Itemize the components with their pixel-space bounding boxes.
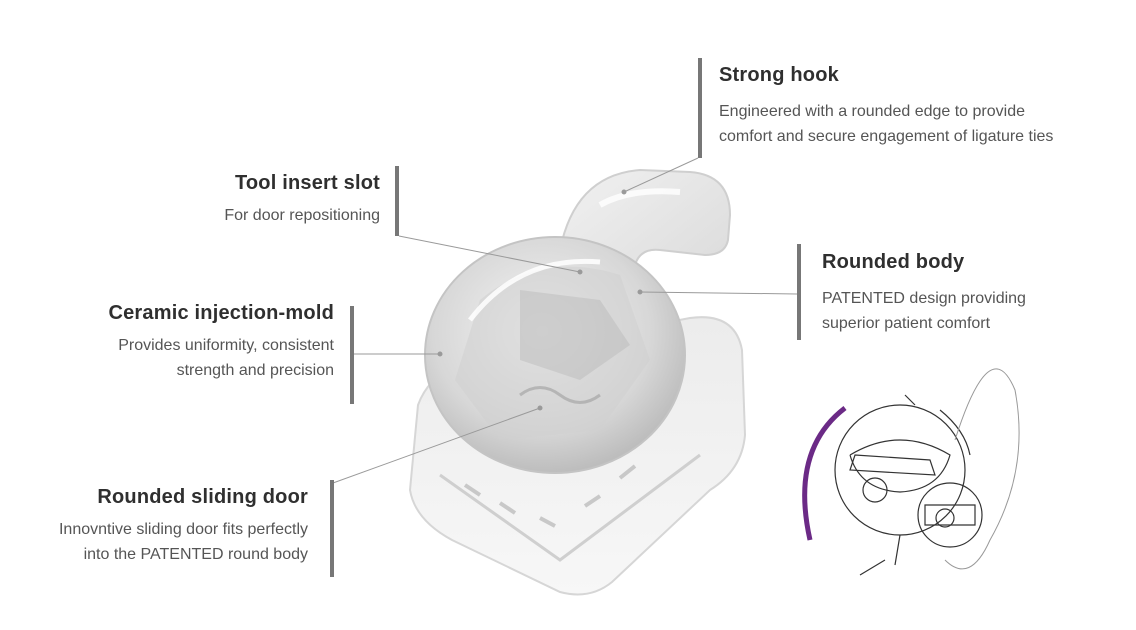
leader-strong-hook: [623, 157, 699, 193]
callout-title: Tool insert slot: [234, 172, 380, 194]
leader-rounded-body: [639, 291, 798, 295]
divider-strong-hook: [698, 58, 702, 158]
accent-arc: [802, 406, 847, 541]
callout-title: Strong hook: [719, 64, 839, 86]
leader-sliding-door: [332, 407, 541, 484]
leader-tool-slot: [398, 235, 581, 273]
callout-strong-hook: Strong hook Engineered with a rounded ed…: [719, 64, 1053, 149]
callout-sliding-door: Rounded sliding door Innovntive sliding …: [59, 486, 308, 567]
callout-text: strength and precision: [176, 362, 334, 379]
bracket-dome: [424, 236, 686, 474]
divider-tool-slot: [395, 166, 399, 236]
callout-text: PATENTED design providing: [822, 290, 1026, 307]
divider-sliding-door: [330, 480, 334, 577]
callout-title: Rounded sliding door: [97, 486, 308, 508]
leader-lines: [332, 157, 798, 484]
callout-text: Innovntive sliding door fits perfectly: [58, 521, 308, 538]
divider-rounded-body: [797, 244, 801, 340]
callout-ceramic: Ceramic injection-mold Provides uniformi…: [108, 302, 334, 383]
callout-title: Ceramic injection-mold: [108, 302, 334, 324]
callout-text: For door repositioning: [224, 207, 380, 224]
callout-text: Engineered with a rounded edge to provid…: [719, 103, 1025, 120]
callout-rounded-body: Rounded body PATENTED design providing s…: [822, 251, 1026, 336]
callout-text: into the PATENTED round body: [83, 546, 308, 563]
callout-text: superior patient comfort: [822, 315, 991, 332]
callout-tool-slot: Tool insert slot For door repositioning: [224, 172, 380, 228]
comfort-sketch: [802, 368, 1020, 576]
divider-ceramic: [350, 306, 354, 404]
callout-title: Rounded body: [822, 251, 965, 273]
callout-text: comfort and secure engagement of ligatur…: [719, 128, 1054, 145]
callout-text: Provides uniformity, consistent: [118, 337, 334, 354]
